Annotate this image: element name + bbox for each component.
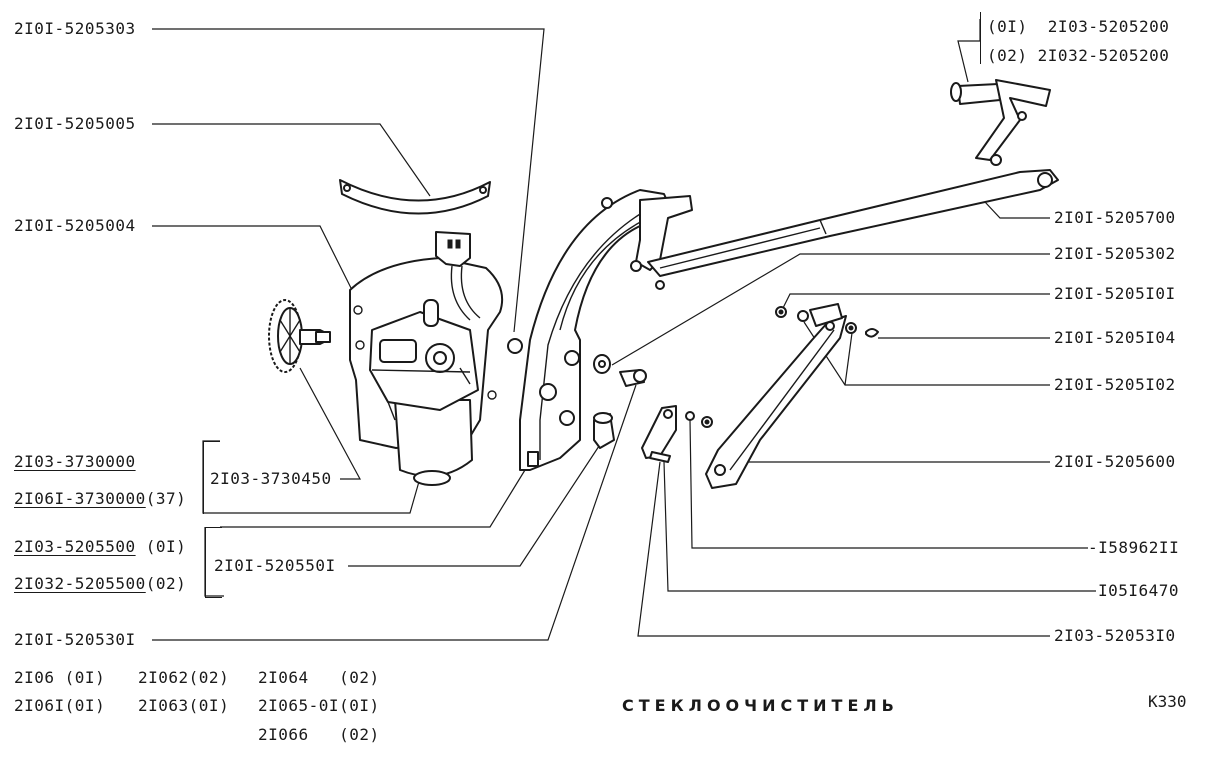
leader-gear xyxy=(299,367,362,480)
label-washer-a: 2I0I-5205I0I xyxy=(1054,284,1176,303)
brace-pivot-group xyxy=(980,12,987,64)
applicability-r1c2: 2I062(02) xyxy=(138,668,230,687)
bushing-part xyxy=(593,354,615,449)
short-rod-part xyxy=(705,303,847,489)
applicability-r3c3: 2I066 (02) xyxy=(258,725,380,744)
motor-part xyxy=(369,299,479,486)
applicability-r2c3: 2I065-0I(0I) xyxy=(258,696,380,715)
bolt-part xyxy=(619,369,647,387)
label-motor-main: 2I03-3730450 xyxy=(210,469,332,488)
label-frame-main: 2I0I-520550I xyxy=(214,556,336,575)
label-short-rod: 2I0I-5205600 xyxy=(1054,452,1176,471)
leader-washer-c xyxy=(689,419,1088,549)
label-frame-alt-a-row: 2I03-5205500 (0I) xyxy=(14,538,186,556)
applicability-r2c2: 2I063(0I) xyxy=(138,696,230,715)
label-motor-alt-b-note: (37) xyxy=(145,489,187,508)
leader-bushing xyxy=(611,253,1050,366)
label-washer-b: 2I0I-5205I02 xyxy=(1054,375,1176,394)
washers-group xyxy=(685,306,879,428)
label-frame-alt-a: 2I03-5205500 xyxy=(14,537,136,556)
leader-crank xyxy=(637,461,1050,637)
leader-frame xyxy=(220,469,526,528)
label-frame-alt-b: 2I032-5205500 xyxy=(14,574,146,593)
label-clip: 2I0I-5205I04 xyxy=(1054,328,1176,347)
label-frame-alt-b-note: (02) xyxy=(145,574,187,593)
leader-short-rod xyxy=(734,454,1050,463)
label-washer-c: -I58962II xyxy=(1088,538,1180,557)
label-frame-alt-a-note: (0I) xyxy=(135,537,187,556)
leader-motor-gear xyxy=(152,28,545,333)
leader-bracket xyxy=(152,225,353,291)
label-strap: 2I0I-5205005 xyxy=(14,114,136,133)
label-motor-alt-a: 2I03-3730000 xyxy=(14,452,136,471)
brace-motor-group xyxy=(203,441,220,514)
label-motor-alt-b: 2I06I-3730000 xyxy=(14,489,146,508)
leader-strap xyxy=(152,123,431,197)
long-rod-part xyxy=(647,169,1059,277)
label-bolt: 2I0I-520530I xyxy=(14,630,136,649)
label-nut: I05I6470 xyxy=(1098,581,1180,600)
pivot-assembly-part xyxy=(950,79,1051,166)
label-pivot-variant-1: (0I) 2I03-5205200 xyxy=(987,17,1170,36)
label-long-rod: 2I0I-5205700 xyxy=(1054,208,1176,227)
label-crank: 2I03-52053I0 xyxy=(1054,626,1176,645)
strap-part xyxy=(339,179,491,215)
label-motor-gear: 2I0I-5205303 xyxy=(14,19,136,38)
label-bushing: 2I0I-5205302 xyxy=(1054,244,1176,263)
label-motor-alt-b-row: 2I06I-3730000(37) xyxy=(14,490,186,508)
leader-washer-a xyxy=(781,293,1050,311)
leader-long-rod xyxy=(984,201,1050,219)
applicability-r2c1: 2I06I(0I) xyxy=(14,696,106,715)
leader-washer-b2 xyxy=(844,332,853,386)
leader-bolt xyxy=(152,384,637,641)
gear-part xyxy=(268,299,331,373)
label-frame-alt-b-row: 2I032-5205500(02) xyxy=(14,575,186,593)
leader-frame-spacer xyxy=(348,439,604,567)
applicability-r1c1: 2I06 (0I) xyxy=(14,668,106,687)
leader-nut xyxy=(663,461,1096,592)
label-bracket: 2I0I-5205004 xyxy=(14,216,136,235)
frame-part xyxy=(507,189,693,471)
diagram-title: СТЕКЛООЧИСТИТЕЛЬ xyxy=(622,696,899,715)
brace-frame-group xyxy=(205,527,222,598)
leader-pivot xyxy=(957,19,981,83)
applicability-r1c3: 2I064 (02) xyxy=(258,668,380,687)
label-pivot-variant-2: (02) 2I032-5205200 xyxy=(987,46,1170,65)
page-code: K330 xyxy=(1148,692,1187,711)
crank-part xyxy=(641,405,677,463)
